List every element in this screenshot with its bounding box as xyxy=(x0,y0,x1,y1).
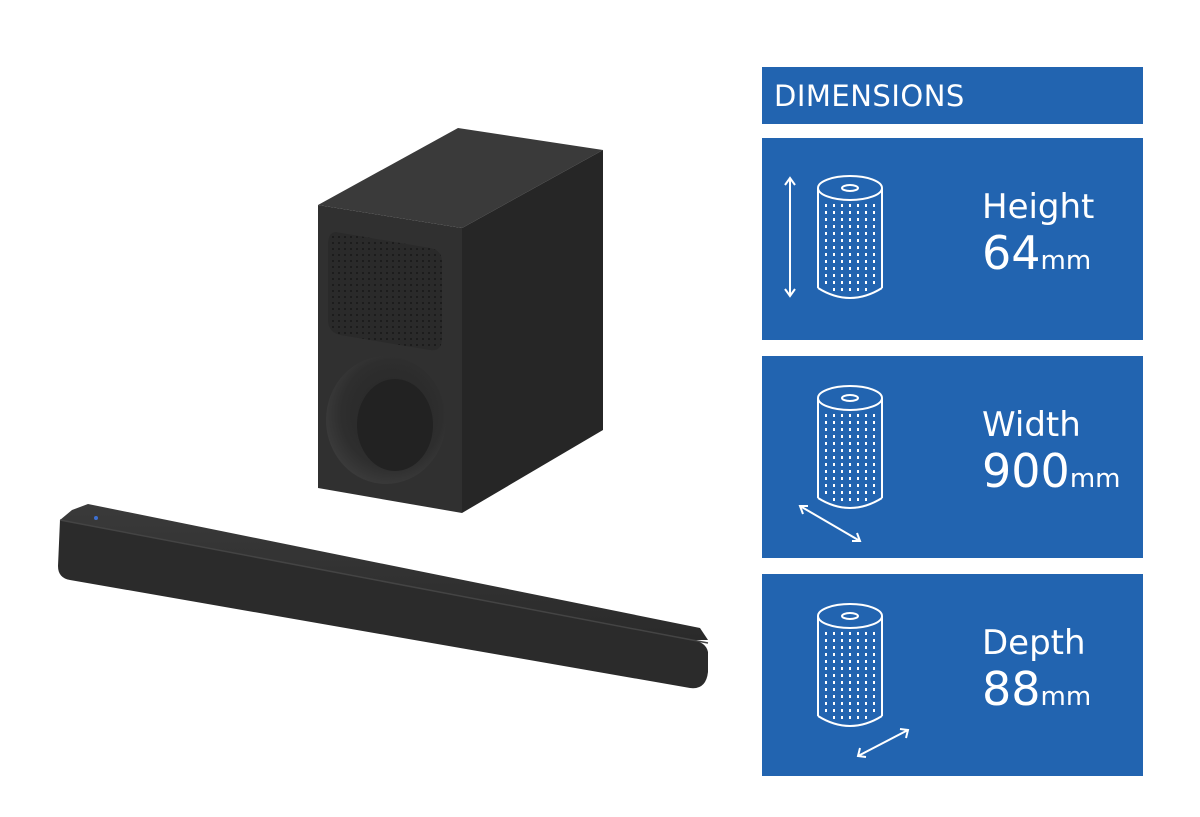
height-card: Height 64mm xyxy=(762,138,1143,340)
depth-card: Depth 88mm xyxy=(762,574,1143,776)
width-arrow-icon xyxy=(798,385,883,542)
width-card: Width 900mm xyxy=(762,356,1143,558)
depth-arrow-icon xyxy=(817,603,910,758)
depth-label: Depth xyxy=(982,623,1086,663)
dimensions-header: DIMENSIONS xyxy=(762,67,1143,122)
width-value: 900mm xyxy=(982,446,1120,504)
width-unit: mm xyxy=(1069,464,1121,494)
height-unit: mm xyxy=(1040,246,1092,276)
depth-value: 88mm xyxy=(982,664,1091,722)
header-divider xyxy=(762,122,1143,124)
width-number: 900 xyxy=(982,444,1070,498)
subwoofer xyxy=(318,128,603,513)
height-number: 64 xyxy=(982,226,1041,280)
width-label: Width xyxy=(982,405,1081,445)
height-label: Height xyxy=(982,187,1095,227)
soundbar xyxy=(58,504,709,689)
height-arrow-icon xyxy=(784,175,883,299)
product-image xyxy=(58,128,709,689)
dimensions-title: DIMENSIONS xyxy=(774,79,965,113)
depth-unit: mm xyxy=(1040,682,1092,712)
depth-number: 88 xyxy=(982,662,1041,716)
height-value: 64mm xyxy=(982,228,1091,286)
